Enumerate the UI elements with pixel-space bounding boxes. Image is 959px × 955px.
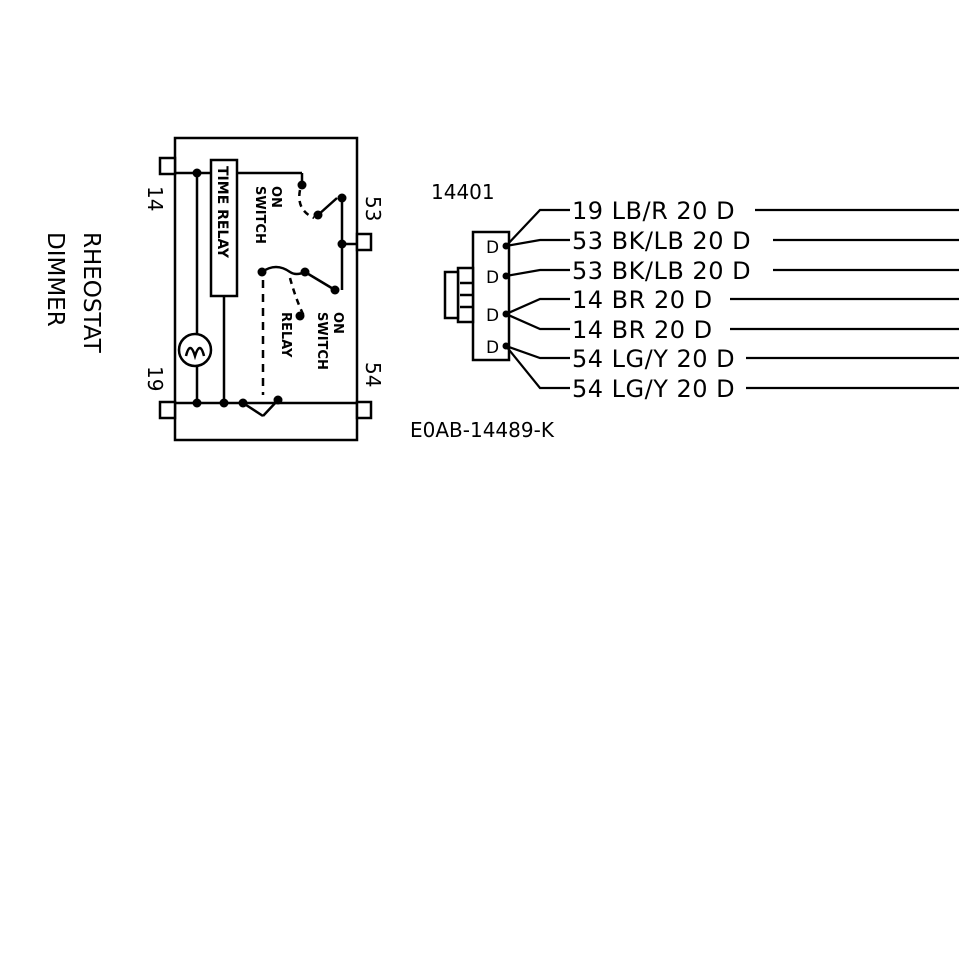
wire-leader [505, 344, 570, 360]
pin-label-54: 54 [361, 362, 385, 387]
harness-code: E0AB-14489-K [410, 418, 555, 442]
component-name: RHEOSTAT DIMMER [42, 232, 104, 354]
junction-dot [257, 267, 267, 277]
terminal-14 [158, 156, 177, 176]
pin-label-53: 53 [361, 196, 385, 221]
junction-dot [300, 267, 310, 277]
switch-upper-label-1: ON [268, 186, 283, 208]
wire-label: 53 BK/LB 20 D [572, 227, 751, 255]
wire-label: 19 LB/R 20 D [572, 197, 735, 225]
wire-label: 54 LG/Y 20 D [572, 375, 735, 403]
connector-pin-label: D [486, 306, 499, 326]
junction-dots [192, 168, 347, 408]
wire-row: 53 BK/LB 20 D [505, 227, 959, 255]
internal-labels: ON SWITCH ON SWITCH RELAY [252, 186, 345, 370]
terminal-54 [355, 400, 373, 420]
terminal-19 [158, 400, 177, 420]
junction-dot [313, 210, 323, 220]
wire-row: 14 BR 20 D [505, 286, 959, 316]
wire-label: 14 BR 20 D [572, 316, 713, 344]
connector-pin-label: D [486, 268, 499, 288]
wire-leader [505, 297, 570, 316]
wire-leader [505, 208, 570, 247]
pin-label-14: 14 [143, 186, 167, 211]
component-name-line-2: DIMMER [42, 232, 68, 327]
junction-dot [273, 395, 283, 405]
pin-labels: 14 19 53 54 [143, 186, 385, 391]
relay-label: RELAY [278, 312, 293, 358]
wire-row: 19 LB/R 20 D [505, 197, 959, 247]
wire-leader [505, 268, 570, 278]
wire-list: 19 LB/R 20 D53 BK/LB 20 D53 BK/LB 20 D14… [505, 197, 959, 403]
connector-part-number: 14401 [431, 180, 495, 204]
junction-dot [192, 398, 202, 408]
time-relay-box: TIME RELAY [209, 158, 239, 298]
component-name-line-1: RHEOSTAT [78, 232, 104, 354]
wire-leader [505, 312, 570, 331]
wire-row: 53 BK/LB 20 D [505, 257, 959, 285]
switch-lower-label-2: SWITCH [314, 312, 329, 370]
junction-dot [297, 180, 307, 190]
wire-label: 14 BR 20 D [572, 286, 713, 314]
component-housing [173, 136, 359, 442]
junction-dot [238, 398, 248, 408]
switch-lower-label-1: ON [330, 312, 345, 334]
rheostat-dimmer-body [158, 136, 373, 442]
connector-body [443, 230, 511, 362]
junction-dot [219, 398, 229, 408]
wire-leader [505, 238, 570, 248]
lamp-symbol [177, 332, 213, 368]
connector-pin-label: D [486, 238, 499, 258]
junction-dot [337, 239, 347, 249]
time-relay-label: TIME RELAY [214, 166, 230, 259]
wire-row: 54 LG/Y 20 D [505, 344, 959, 373]
connector-pin-label: D [486, 338, 499, 358]
wire-row: 14 BR 20 D [505, 312, 959, 344]
junction-dot [337, 193, 347, 203]
terminal-53 [355, 232, 373, 252]
junction-dot [192, 168, 202, 178]
wire-label: 53 BK/LB 20 D [572, 257, 751, 285]
wire-leader [505, 345, 570, 390]
junction-dot [330, 285, 340, 295]
junction-dot [295, 311, 305, 321]
wire-label: 54 LG/Y 20 D [572, 345, 735, 373]
wire-row: 54 LG/Y 20 D [505, 345, 959, 403]
switch-upper-label-2: SWITCH [252, 186, 267, 244]
pin-label-19: 19 [143, 366, 167, 391]
